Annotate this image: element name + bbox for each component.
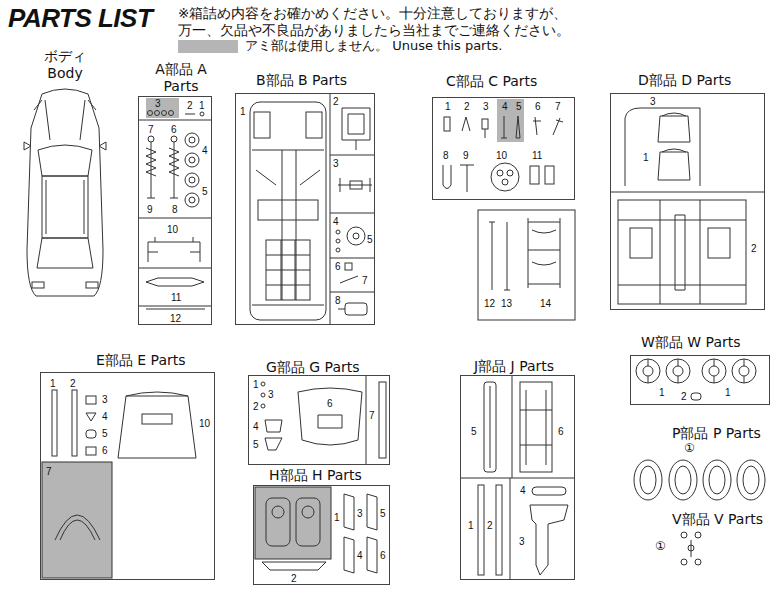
part-number: 1 bbox=[643, 152, 649, 163]
parts-frame: J部品 J Parts bbox=[460, 375, 575, 580]
part-number: 4 bbox=[520, 485, 526, 496]
part-number: 3 bbox=[650, 96, 656, 107]
part-number: 2 bbox=[253, 401, 259, 412]
part-number: 4 bbox=[357, 550, 363, 561]
part-number: 14 bbox=[540, 298, 551, 309]
note-text: ※箱詰め内容をお確かめください。十分注意しておりますが、 万一、欠品や不良品があ… bbox=[178, 5, 588, 39]
part-number: 12 bbox=[484, 298, 495, 309]
group-heading: J部品 J Parts bbox=[474, 358, 554, 375]
group-heading: P部品 P Parts bbox=[672, 425, 761, 442]
part-number: 1 bbox=[725, 387, 731, 398]
part-number: 1 bbox=[240, 106, 246, 117]
part-number: 5 bbox=[367, 234, 373, 245]
group-heading: V部品 V Parts bbox=[672, 511, 763, 528]
part-number: 6 bbox=[335, 261, 341, 272]
part-number: 7 bbox=[46, 466, 52, 477]
parts-frame: G部品 G Parts bbox=[248, 375, 390, 465]
part-number: 6 bbox=[558, 426, 564, 437]
part-number: 2 bbox=[291, 573, 297, 584]
part-number: 1 bbox=[468, 520, 474, 531]
part-number: 4 bbox=[253, 421, 259, 432]
group-heading: ボディ Body bbox=[40, 48, 90, 82]
part-number: 1 bbox=[50, 378, 56, 389]
part-number: 6 bbox=[102, 445, 108, 456]
part-number: 1 bbox=[659, 387, 665, 398]
group-heading: B部品 B Parts bbox=[256, 72, 347, 89]
part-number: 7 bbox=[555, 101, 561, 112]
legend-text: アミ部は使用しません。 Unuse this parts. bbox=[245, 38, 502, 54]
part-number: 12 bbox=[170, 313, 181, 324]
group-heading: G部品 G Parts bbox=[266, 359, 360, 376]
group-heading: A部品 A Parts bbox=[149, 61, 213, 95]
part-number: 6 bbox=[535, 101, 541, 112]
parts-frame: ボディ Body bbox=[20, 85, 110, 300]
part-number: ① bbox=[684, 442, 695, 455]
part-number: 8 bbox=[335, 295, 341, 306]
part-number: 5 bbox=[202, 186, 208, 197]
part-number: 7 bbox=[148, 124, 154, 135]
part-number: 6 bbox=[327, 398, 333, 409]
part-number: 3 bbox=[333, 158, 339, 169]
part-number: 11 bbox=[532, 150, 542, 161]
group-heading: D部品 D Parts bbox=[638, 72, 731, 89]
part-number: 2 bbox=[681, 391, 687, 402]
part-number: 3 bbox=[519, 536, 525, 547]
parts-frame: W部品 W Parts bbox=[630, 355, 770, 405]
group-heading: C部品 C Parts bbox=[446, 73, 537, 90]
part-number: 10 bbox=[167, 224, 178, 235]
parts-frame: D部品 D Parts bbox=[610, 93, 765, 310]
part-number: 5 bbox=[253, 439, 259, 450]
part-number: 9 bbox=[463, 150, 469, 161]
part-number: 2 bbox=[333, 96, 339, 107]
part-number: 5 bbox=[380, 508, 386, 519]
part-number: 2 bbox=[751, 243, 757, 254]
part-number: 5 bbox=[516, 101, 522, 112]
group-heading: E部品 E Parts bbox=[96, 352, 186, 369]
part-number: 1 bbox=[199, 100, 205, 111]
part-number: 1 bbox=[253, 379, 259, 390]
part-number: 9 bbox=[147, 204, 153, 215]
part-number: 7 bbox=[362, 275, 368, 286]
part-number: 3 bbox=[483, 101, 489, 112]
part-number: 3 bbox=[155, 98, 161, 109]
part-number: 2 bbox=[487, 520, 493, 531]
parts-frame: P部品 P Parts bbox=[630, 450, 770, 505]
group-heading: H部品 H Parts bbox=[269, 467, 362, 484]
part-number: 2 bbox=[464, 101, 470, 112]
parts-frame: V部品 V Parts bbox=[640, 528, 720, 570]
part-number: 8 bbox=[172, 204, 178, 215]
part-number: 3 bbox=[268, 389, 274, 400]
part-number: 4 bbox=[102, 411, 108, 422]
part-number: 6 bbox=[171, 124, 177, 135]
parts-frame: E部品 E Parts bbox=[40, 372, 215, 580]
part-number: 11 bbox=[171, 292, 181, 303]
part-number: 3 bbox=[357, 508, 363, 519]
part-number: 2 bbox=[187, 100, 193, 111]
part-number: 6 bbox=[380, 550, 386, 561]
part-number: 10 bbox=[199, 418, 210, 429]
group-heading: W部品 W Parts bbox=[641, 334, 741, 351]
part-number: 5 bbox=[102, 428, 108, 439]
part-number: 8 bbox=[443, 150, 449, 161]
parts-frame: C部品 C Parts bbox=[432, 97, 575, 200]
part-number: 2 bbox=[70, 378, 76, 389]
part-number: 1 bbox=[445, 101, 451, 112]
parts-frame: B部品 B Parts bbox=[235, 93, 375, 325]
part-number: 4 bbox=[333, 216, 339, 227]
part-number: 7 bbox=[369, 410, 375, 421]
legend-swatch bbox=[178, 40, 238, 53]
part-number: 4 bbox=[502, 101, 508, 112]
part-number: 1 bbox=[334, 512, 340, 523]
parts-frame: H部品 H Parts bbox=[253, 485, 390, 585]
part-number: ① bbox=[655, 540, 666, 553]
part-number: 13 bbox=[501, 298, 512, 309]
part-number: 4 bbox=[202, 145, 208, 156]
part-number: 10 bbox=[496, 150, 507, 161]
parts-list-title: PARTS LIST bbox=[8, 3, 152, 34]
part-number: 3 bbox=[102, 394, 108, 405]
part-number: 5 bbox=[471, 426, 477, 437]
